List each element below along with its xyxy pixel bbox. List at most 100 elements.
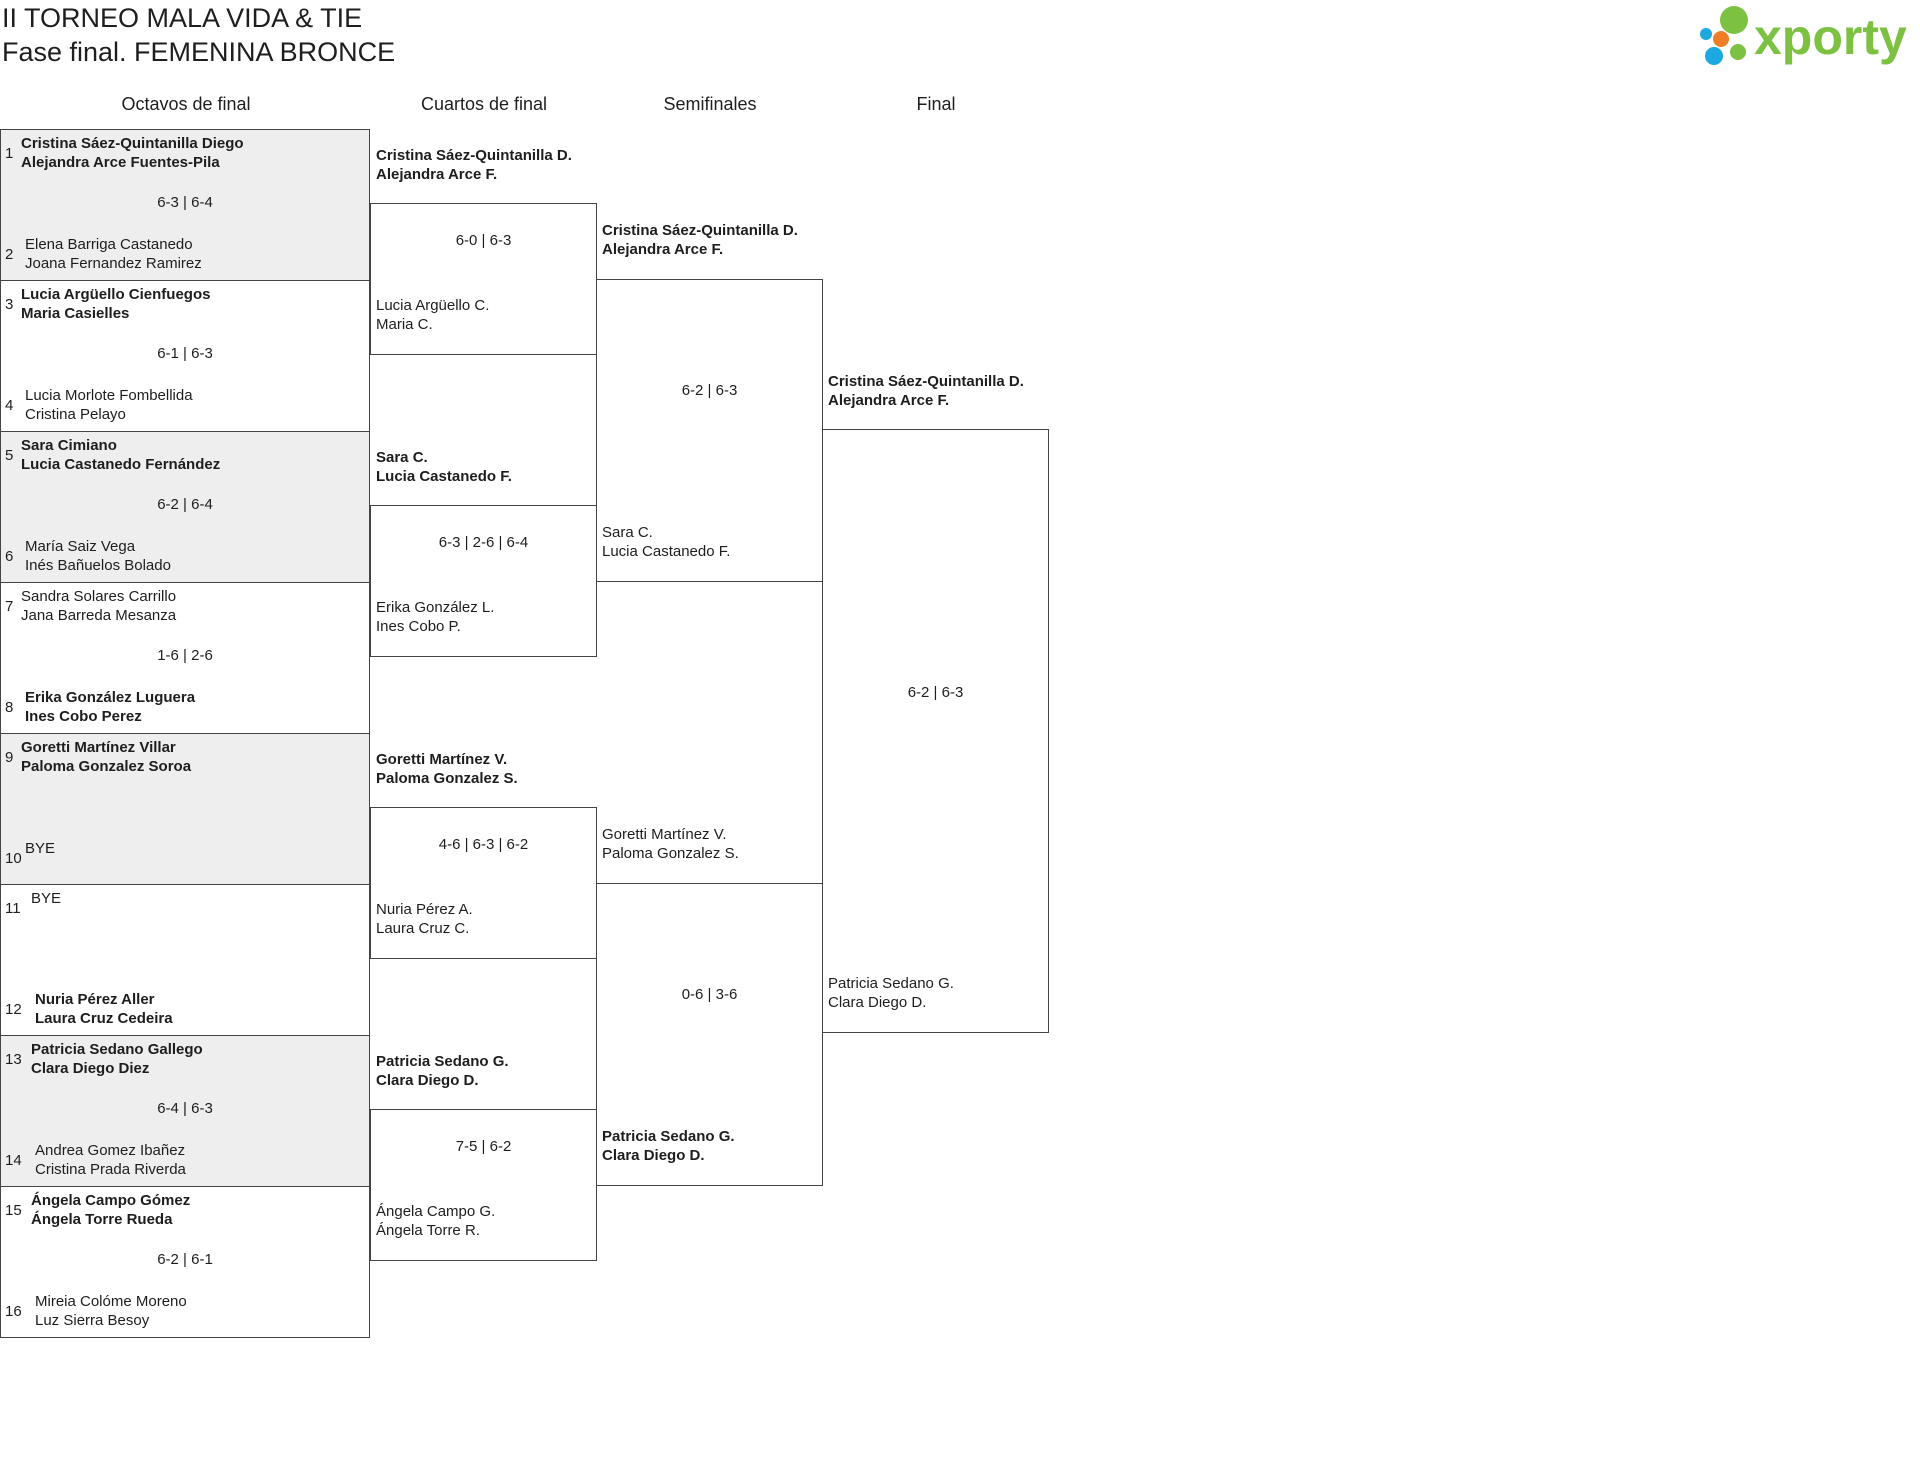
player-name: Ines Cobo Perez: [25, 708, 142, 725]
round-header-octavos: Octavos de final: [121, 94, 251, 114]
team-top: Goretti Martínez V. Paloma Gonzalez S.: [376, 750, 518, 788]
team-top: Cristina Sáez-Quintanilla D.Alejandra Ar…: [602, 221, 798, 259]
team-top: Cristina Sáez-Quintanilla D.Alejandra Ar…: [828, 372, 1024, 410]
team-bottom: Ángela Campo G.Ángela Torre R.: [376, 1202, 495, 1240]
player-name: Alejandra Arce Fuentes-Pila: [21, 154, 220, 171]
team-bottom: Sara C.Lucia Castanedo F.: [602, 523, 730, 561]
player-name: Inés Bañuelos Bolado: [25, 557, 171, 574]
match-score: 6-2 | 6-1: [157, 1251, 213, 1268]
player-name: Goretti Martínez Villar: [21, 739, 176, 756]
player-name: Laura Cruz C.: [376, 920, 470, 937]
player-name: Jana Barreda Mesanza: [21, 607, 177, 624]
player-name: Clara Diego D.: [602, 1147, 705, 1164]
player-name: Maria Casielles: [21, 305, 130, 322]
player-name: Sandra Solares Carrillo: [21, 588, 177, 605]
match-box-r16: [0, 733, 370, 885]
match-score: 6-2 | 6-3: [681, 382, 738, 399]
team-top: Sara C. Lucia Castanedo F.: [376, 448, 512, 486]
player-name: Clara Diego D.: [376, 1072, 479, 1089]
match-box-r16: [0, 129, 370, 281]
seed-number: 5: [5, 447, 14, 464]
player-name: Lucia Castanedo F.: [376, 468, 512, 485]
player-name: Nuria Pérez A.: [376, 901, 473, 918]
seed-number: 9: [5, 749, 14, 766]
player-name: Goretti Martínez V.: [602, 826, 727, 843]
team-bottom: Erika González L. Ines Cobo P.: [376, 598, 494, 636]
round-header-cuartos: Cuartos de final: [420, 94, 548, 114]
match-score: 6-3 | 2-6 | 6-4: [438, 534, 529, 551]
seed-number: 16: [5, 1303, 22, 1320]
player-name: Luz Sierra Besoy: [35, 1312, 150, 1329]
player-name: Erika González Luguera: [25, 689, 196, 706]
player-name: Sara Cimiano: [21, 437, 117, 454]
player-name: Patricia Sedano G.: [602, 1128, 735, 1145]
seed-number: 6: [5, 548, 14, 565]
match-box-r16: [0, 431, 370, 583]
player-name: Cristina Prada Riverda: [35, 1161, 186, 1178]
player-name: Ángela Campo G.: [376, 1203, 496, 1220]
player-name: María Saiz Vega: [25, 538, 136, 555]
team-bottom: BYE: [25, 839, 55, 858]
seed-number: 10: [5, 850, 22, 867]
player-name: Elena Barriga Castanedo: [25, 236, 193, 253]
tournament-subtitle: Fase final. FEMENINA BRONCE: [2, 37, 396, 67]
player-name: Andrea Gomez Ibañez: [35, 1142, 186, 1159]
xporty-logo: xporty: [1694, 4, 1920, 68]
player-name: Erika González L.: [376, 599, 495, 616]
player-name: Laura Cruz Cedeira: [35, 1010, 173, 1027]
seed-number: 7: [5, 598, 14, 615]
match-score: 6-2 | 6-4: [157, 496, 213, 513]
seed-number: 3: [5, 296, 14, 313]
player-name: Cristina Pelayo: [25, 406, 126, 423]
player-name: Goretti Martínez V.: [376, 751, 508, 768]
player-name: Ángela Torre Rueda: [31, 1211, 173, 1228]
player-name: Clara Diego D.: [828, 994, 927, 1011]
player-name: BYE: [25, 840, 56, 857]
match-score: 6-0 | 6-3: [455, 232, 512, 249]
team-bottom: Patricia Sedano G.Clara Diego D.: [828, 974, 954, 1012]
seed-number: 11: [5, 900, 21, 917]
player-name: Patricia Sedano Gallego: [31, 1041, 203, 1058]
player-name: Sara C.: [602, 524, 653, 541]
match-score: 6-3 | 6-4: [157, 194, 213, 211]
seed-number: 4: [5, 397, 14, 414]
logo-text: xporty: [1754, 9, 1907, 65]
player-name: Sara C.: [376, 449, 428, 466]
player-name: Paloma Gonzalez Soroa: [21, 758, 192, 775]
player-name: Paloma Gonzalez S.: [376, 770, 518, 787]
match-box-r16: [0, 1186, 370, 1338]
player-name: Lucia Castanedo Fernández: [21, 456, 221, 473]
match-score: 4-6 | 6-3 | 6-2: [438, 836, 529, 853]
round-header-final: Final: [916, 94, 956, 114]
seed-number: 8: [5, 699, 14, 716]
player-name: Lucia Morlote Fombellida: [25, 387, 193, 404]
player-name: Cristina Sáez-Quintanilla D.: [828, 373, 1024, 390]
player-name: Clara Diego Diez: [31, 1060, 150, 1077]
player-name: Ines Cobo P.: [376, 618, 461, 635]
match-box-r16: [0, 1035, 370, 1187]
team-bottom: Patricia Sedano G. Clara Diego D.: [602, 1127, 735, 1165]
player-name: Patricia Sedano G.: [376, 1053, 509, 1070]
player-name: Nuria Pérez Aller: [35, 991, 155, 1008]
match-score: 6-4 | 6-3: [157, 1100, 213, 1117]
xporty-logo-icon: xporty: [1700, 6, 1907, 65]
team-top: Goretti Martínez V. Paloma Gonzalez S.: [602, 825, 739, 863]
match-box-final: [822, 429, 1049, 1033]
player-name: Paloma Gonzalez S.: [602, 845, 739, 862]
player-name: Cristina Sáez-Quintanilla D.: [376, 147, 572, 164]
player-name: Cristina Sáez-Quintanilla D.: [602, 222, 798, 239]
seed-number: 14: [5, 1152, 22, 1169]
seed-number: 1: [5, 145, 14, 162]
